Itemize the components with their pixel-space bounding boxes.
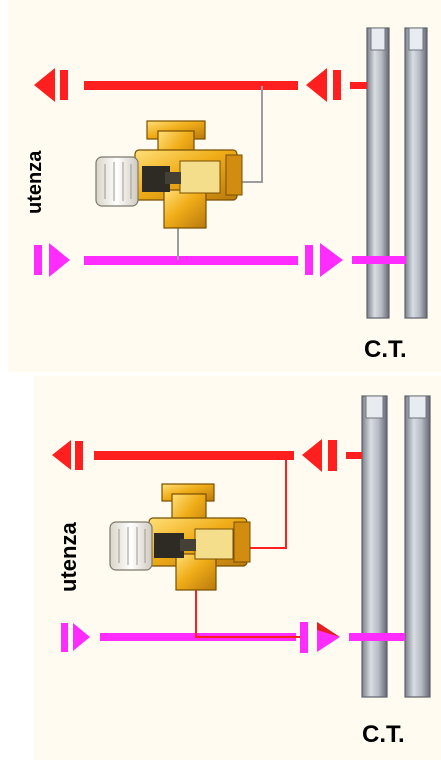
arrow-right-icon bbox=[49, 243, 70, 277]
arrow-right-icon bbox=[320, 243, 343, 277]
diagram-bottom: utenza C.T. bbox=[52, 395, 431, 748]
supply-line-top bbox=[34, 68, 367, 102]
arrow-left-icon bbox=[34, 68, 55, 102]
side-label-top: utenza bbox=[24, 150, 46, 214]
valve-icon bbox=[95, 120, 243, 229]
plant-label-top: C.T. bbox=[364, 336, 407, 363]
side-label-bottom: utenza bbox=[56, 522, 81, 592]
return-line-top bbox=[34, 243, 406, 277]
column-left-bottom bbox=[361, 395, 388, 698]
column-right-bottom bbox=[404, 395, 431, 698]
arrow-right-icon bbox=[73, 623, 90, 651]
supply-line-bottom bbox=[52, 439, 362, 472]
arrow-left-icon bbox=[52, 440, 71, 470]
column-left-top bbox=[366, 27, 390, 319]
plant-label-bottom: C.T. bbox=[362, 721, 405, 748]
column-right-top bbox=[404, 27, 428, 319]
arrow-left-icon bbox=[306, 68, 327, 102]
arrow-left-icon bbox=[302, 439, 322, 472]
diagram-top: utenza C.T. bbox=[24, 27, 428, 363]
valve-icon bbox=[109, 483, 251, 591]
